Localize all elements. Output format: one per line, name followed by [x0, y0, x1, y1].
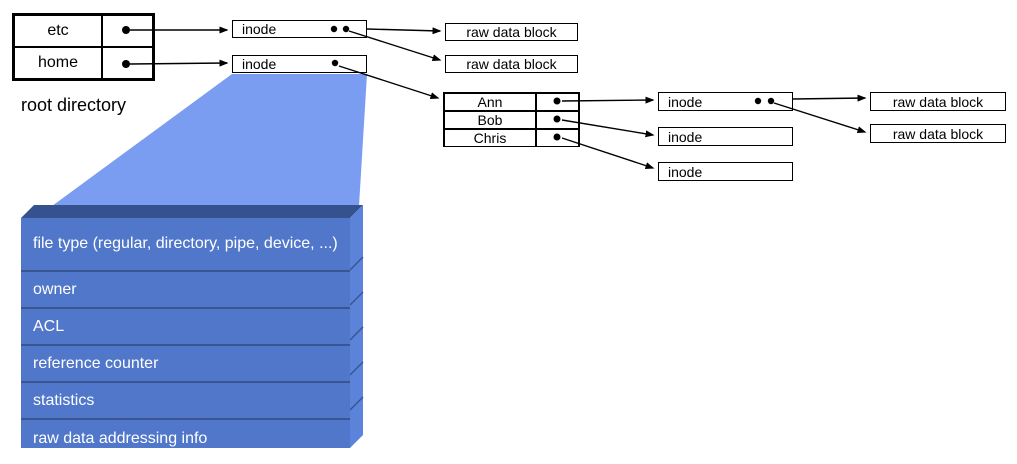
inode-field-file-type-label: file type (regular, directory, pipe, dev…: [33, 235, 338, 252]
inode-box-ann-label: inode: [668, 93, 703, 110]
raw-data-block-1-label: raw data block: [466, 24, 557, 40]
slab-side-row-edges: [349, 256, 364, 411]
inode-box-bob-label: inode: [668, 128, 703, 145]
inode-zoom-funnel: [52, 74, 367, 206]
inode-field-raw-data-addressing-label: raw data addressing info: [33, 430, 208, 447]
root-directory-table: etc home: [12, 13, 155, 81]
home-entry-ann: Ann: [444, 93, 536, 111]
home-entry-ann-pointer-cell: [536, 93, 579, 111]
inode-field-statistics: statistics: [21, 381, 350, 418]
raw-data-block-3-label: raw data block: [892, 93, 984, 110]
root-entry-home: home: [14, 47, 102, 79]
inode-box-etc: inode: [232, 20, 367, 38]
raw-data-block-3: raw data block: [870, 92, 1006, 111]
inode-field-reference-counter: reference counter: [21, 344, 350, 381]
root-entry-home-pointer-cell: [102, 47, 153, 79]
inode-box-bob: inode: [658, 127, 793, 146]
root-entry-etc-pointer-cell: [102, 15, 153, 47]
inode-box-home: inode: [232, 55, 367, 73]
inode-detail-slab: file type (regular, directory, pipe, dev…: [21, 218, 350, 448]
home-entry-ann-label: Ann: [477, 94, 503, 110]
inode-box-ann: inode: [658, 92, 793, 111]
inode-field-owner: owner: [21, 270, 350, 307]
slab-right-face: [350, 205, 363, 448]
root-directory-caption: root directory: [21, 95, 127, 115]
inode-field-file-type: file type (regular, directory, pipe, dev…: [21, 218, 350, 270]
inode-field-acl: ACL: [21, 307, 350, 344]
home-entry-bob-pointer-cell: [536, 111, 579, 129]
home-entry-chris-label: Chris: [473, 130, 507, 146]
inode-box-chris: inode: [658, 162, 793, 181]
inode-box-etc-label: inode: [242, 21, 277, 37]
inode-field-raw-data-addressing: raw data addressing info: [21, 418, 350, 458]
root-entry-etc-label: etc: [47, 22, 69, 39]
home-entry-chris: Chris: [444, 129, 536, 147]
inode-box-chris-label: inode: [668, 163, 703, 180]
raw-data-block-2-label: raw data block: [466, 56, 557, 72]
slab-top-face: [21, 205, 363, 218]
home-entry-bob: Bob: [444, 111, 536, 129]
raw-data-block-2: raw data block: [445, 55, 578, 73]
inode-field-owner-label: owner: [33, 280, 77, 298]
inode-field-reference-counter-label: reference counter: [33, 354, 159, 372]
root-entry-etc: etc: [14, 15, 102, 47]
home-entry-chris-pointer-cell: [536, 129, 579, 147]
home-directory-table: Ann Bob Chris: [443, 92, 580, 147]
root-entry-home-label: home: [37, 54, 79, 71]
inode-field-acl-label: ACL: [33, 317, 65, 335]
home-entry-bob-label: Bob: [477, 112, 503, 128]
raw-data-block-4-label: raw data block: [892, 125, 984, 142]
inode-box-home-label: inode: [242, 56, 277, 72]
raw-data-block-1: raw data block: [445, 23, 578, 41]
inode-field-statistics-label: statistics: [33, 391, 95, 409]
raw-data-block-4: raw data block: [870, 124, 1006, 143]
